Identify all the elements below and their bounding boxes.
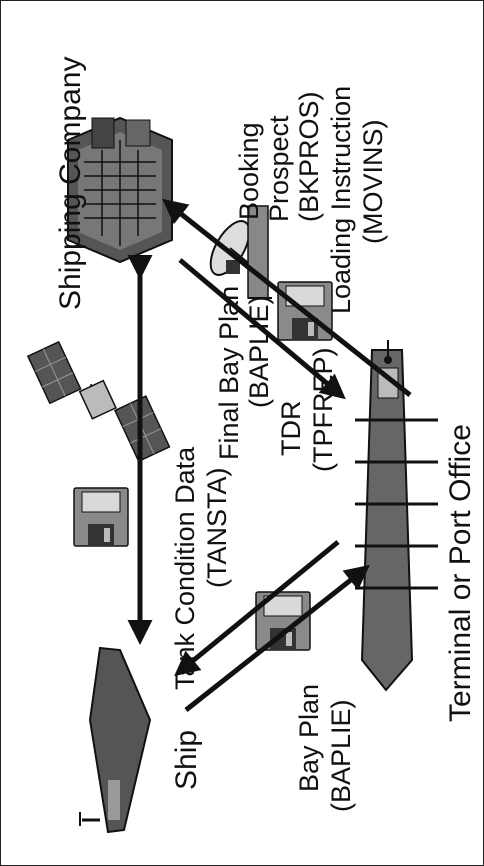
booking-label: Booking	[234, 122, 264, 220]
tank-condition-label: Tank Condition Data	[170, 446, 200, 690]
booking-code: (BKPROS)	[294, 91, 324, 222]
tdr-code: (TPFREP)	[308, 348, 338, 473]
container-ship-icon	[79, 646, 152, 834]
baplie-tdr-arrow	[178, 258, 346, 400]
loading-instruction-code: (MOVINS)	[358, 120, 388, 245]
tdr-label: TDR	[276, 401, 306, 457]
shipping-company-label: Shipping Company	[54, 57, 87, 311]
terminal-label: Terminal or Port Office	[444, 424, 477, 722]
satellite-dish-icon	[209, 205, 272, 299]
satellite-icon	[26, 340, 171, 463]
bay-plan-label: Bay Plan	[294, 684, 324, 792]
final-bay-plan-label: Final Bay Plan	[214, 286, 244, 460]
ship-label: Ship	[170, 730, 203, 790]
loading-instruction-label: Loading Instruction	[326, 86, 356, 314]
booking-loading-arrow	[162, 198, 412, 397]
prospect-label: Prospect	[264, 115, 294, 222]
bay-plan-code: (BAPLIE)	[326, 699, 356, 812]
office-building-icon	[67, 116, 173, 264]
tank-condition-code: (TANSTA)	[202, 468, 232, 589]
bay-plan-to-ship-arrow	[174, 540, 340, 677]
floppy-disk-icon	[73, 487, 129, 547]
bay-plan-to-terminal-arrow	[184, 564, 370, 712]
container-ship-icon	[355, 340, 438, 692]
final-bay-plan-code: (BAPLIE)	[244, 295, 274, 408]
